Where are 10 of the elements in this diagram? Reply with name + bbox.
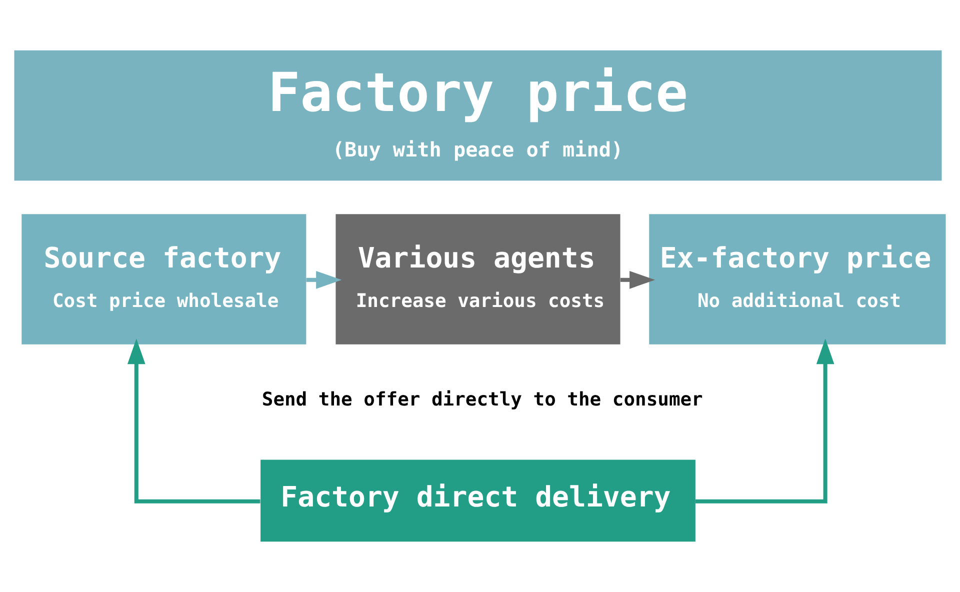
arrow (620, 270, 656, 289)
node-box: Various agents Increase various costs (336, 214, 620, 344)
node-label: Send the offer directly to the consumer (262, 390, 703, 411)
node-box: Source factory Cost price wholesale (22, 214, 306, 344)
arrow (306, 270, 342, 289)
node-box: Ex-factory price No additional cost (649, 214, 946, 344)
node-box: Factory price (Buy with peace of mind) (14, 50, 942, 181)
arrow (127, 338, 260, 504)
node-box: Factory direct delivery (260, 460, 696, 542)
arrow (695, 338, 834, 504)
